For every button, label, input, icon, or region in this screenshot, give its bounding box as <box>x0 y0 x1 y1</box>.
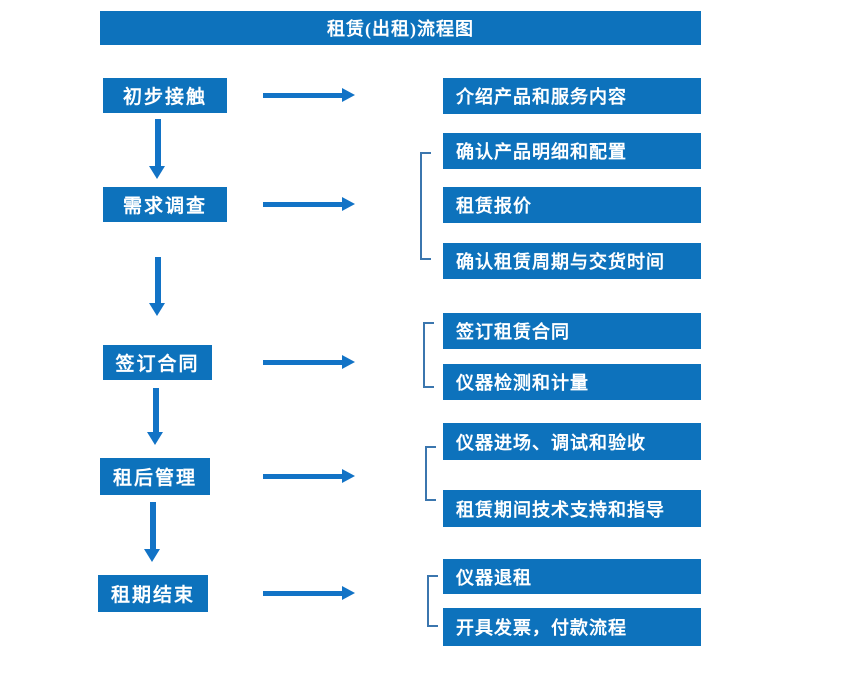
down-arrow-head-icon <box>149 303 165 316</box>
right-arrow-head-icon <box>342 469 355 483</box>
right-arrow-1 <box>263 88 355 102</box>
step-box-initial-contact: 初步接触 <box>103 78 227 113</box>
right-arrow-head-icon <box>342 355 355 369</box>
detail-box-introduce-products: 介绍产品和服务内容 <box>443 78 701 114</box>
right-arrow-5 <box>263 586 355 600</box>
right-arrow-head-icon <box>342 88 355 102</box>
bracket-demand-survey-group <box>420 152 431 260</box>
detail-box-rental-quotation: 租赁报价 <box>443 187 701 223</box>
detail-box-instrument-return: 仪器退租 <box>443 559 701 594</box>
down-arrow-4 <box>144 502 161 562</box>
down-arrow-shaft <box>153 388 159 432</box>
down-arrow-shaft <box>155 257 161 303</box>
down-arrow-shaft <box>155 119 161 166</box>
right-arrow-head-icon <box>342 197 355 211</box>
step-box-sign-contract: 签订合同 <box>103 345 212 380</box>
detail-box-instrument-entry-acceptance: 仪器进场、调试和验收 <box>443 423 701 460</box>
right-arrow-shaft <box>263 591 342 596</box>
bracket-rental-end-group <box>427 575 438 627</box>
down-arrow-2 <box>149 257 166 316</box>
down-arrow-head-icon <box>147 432 163 445</box>
right-arrow-4 <box>263 469 355 483</box>
right-arrow-head-icon <box>342 586 355 600</box>
right-arrow-2 <box>263 197 355 211</box>
step-box-demand-survey: 需求调查 <box>103 187 227 222</box>
step-box-rental-end: 租期结束 <box>98 575 208 612</box>
down-arrow-shaft <box>150 502 156 549</box>
right-arrow-3 <box>263 355 355 369</box>
right-arrow-shaft <box>263 202 342 207</box>
flowchart-title: 租赁(出租)流程图 <box>100 11 701 45</box>
detail-box-instrument-testing: 仪器检测和计量 <box>443 364 701 400</box>
step-box-post-rental-management: 租后管理 <box>100 458 210 495</box>
down-arrow-head-icon <box>144 549 160 562</box>
detail-box-confirm-period-delivery: 确认租赁周期与交货时间 <box>443 243 701 279</box>
detail-box-sign-rental-contract: 签订租赁合同 <box>443 313 701 349</box>
down-arrow-1 <box>149 119 166 179</box>
down-arrow-3 <box>147 388 164 445</box>
detail-box-technical-support: 租赁期间技术支持和指导 <box>443 490 701 527</box>
bracket-sign-contract-group <box>423 322 434 388</box>
bracket-post-rental-group <box>425 446 436 501</box>
right-arrow-shaft <box>263 360 342 365</box>
detail-box-confirm-product-config: 确认产品明细和配置 <box>443 133 701 169</box>
down-arrow-head-icon <box>149 166 165 179</box>
right-arrow-shaft <box>263 474 342 479</box>
right-arrow-shaft <box>263 93 342 98</box>
detail-box-invoice-payment: 开具发票，付款流程 <box>443 608 701 646</box>
